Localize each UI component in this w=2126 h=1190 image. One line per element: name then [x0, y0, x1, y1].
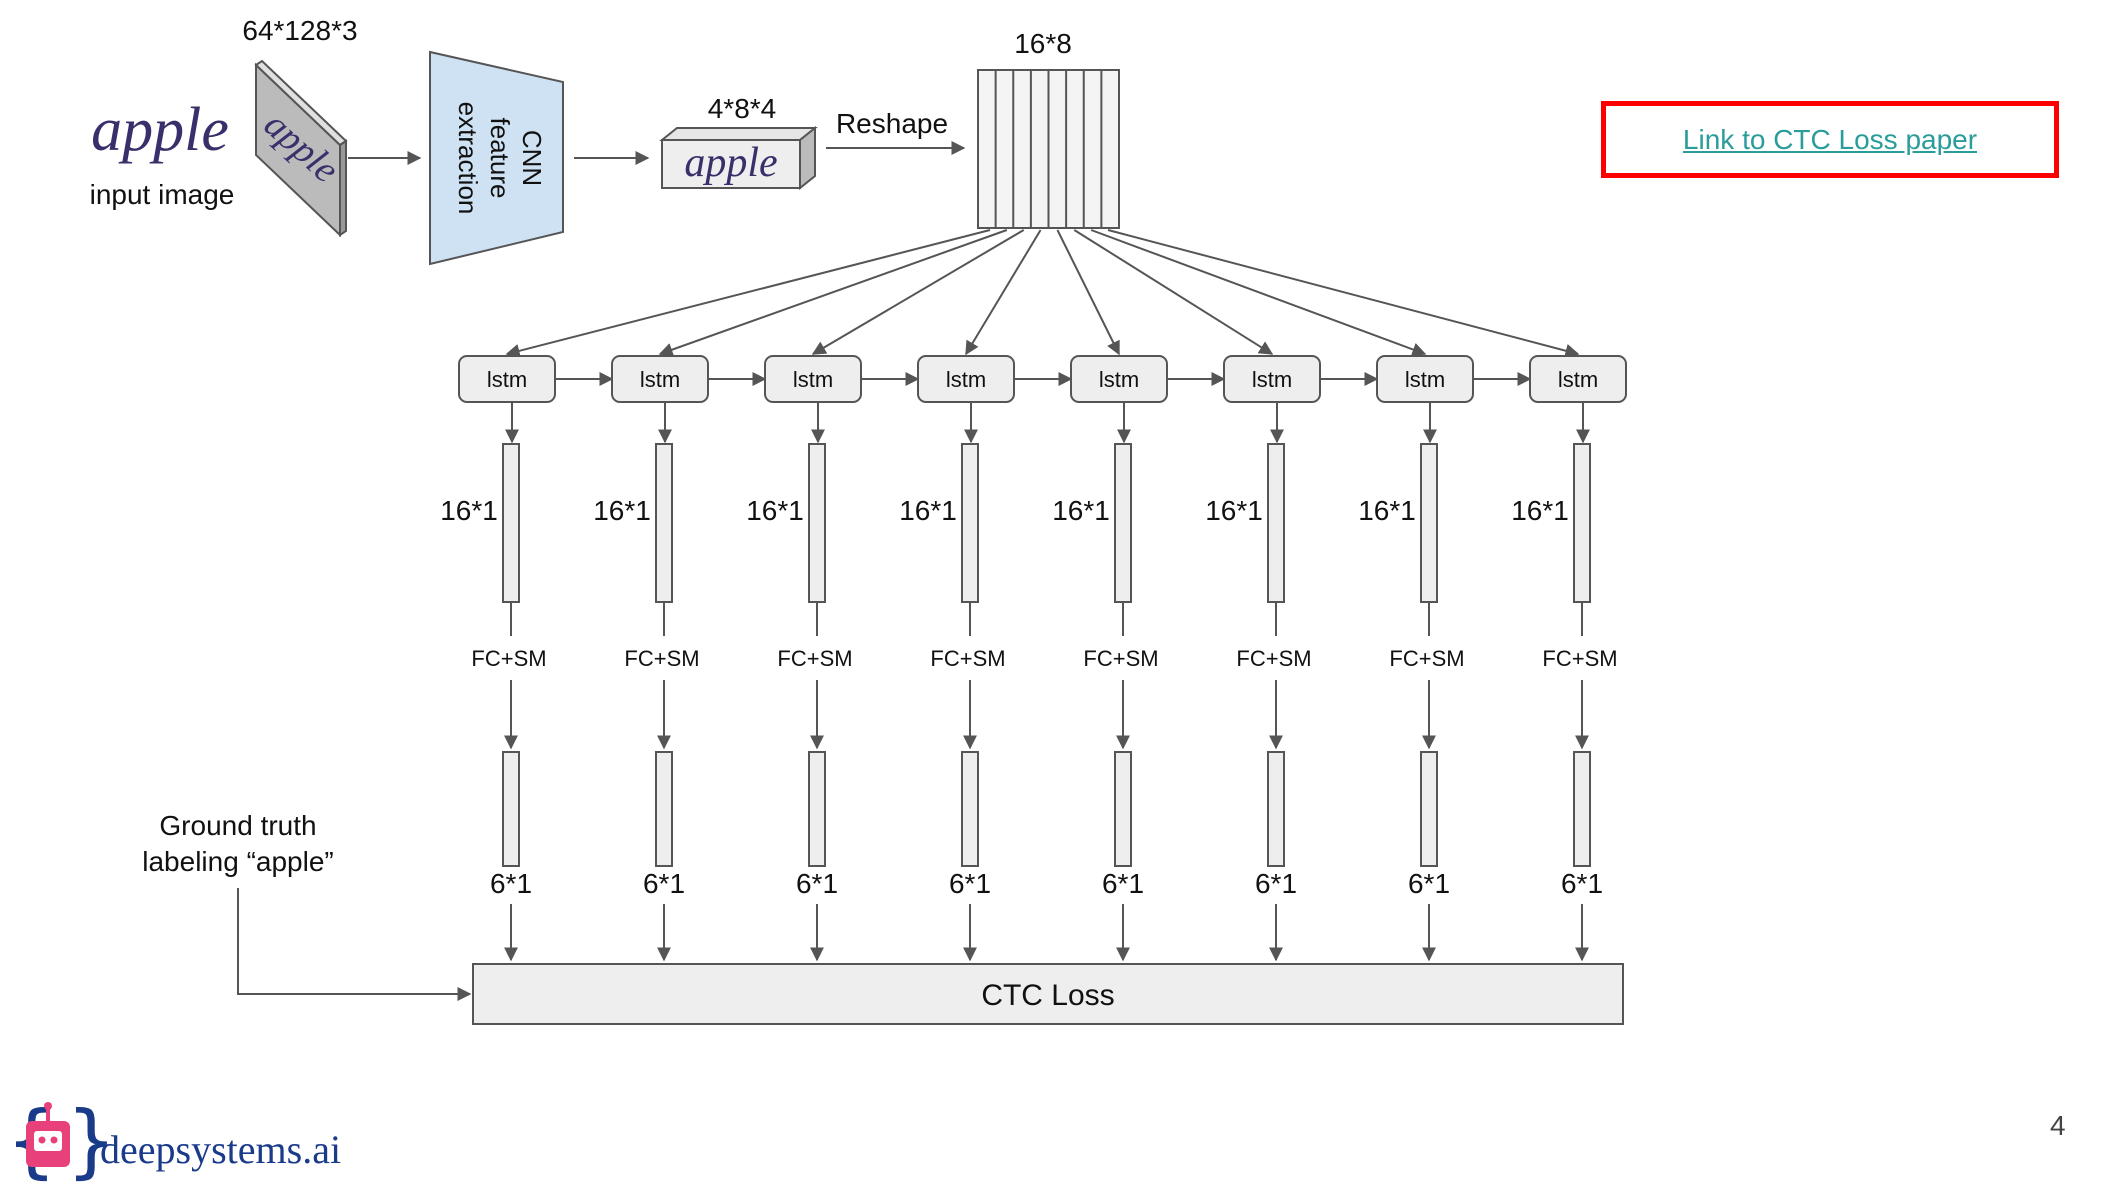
hidden-vector [1267, 443, 1285, 603]
output-dims-label: 6*1 [949, 868, 991, 899]
hidden-vector [1573, 443, 1591, 603]
page-number: 4 [2050, 1110, 2066, 1141]
output-dims-label: 6*1 [643, 868, 685, 899]
hidden-dims-label: 16*1 [1205, 495, 1263, 526]
hidden-vector [961, 443, 979, 603]
reshape-label: Reshape [836, 108, 948, 139]
input-dims-label: 64*128*3 [242, 15, 357, 46]
hidden-vector [502, 443, 520, 603]
lstm-label: lstm [640, 367, 680, 392]
lstm-label: lstm [946, 367, 986, 392]
output-vector [1267, 751, 1285, 867]
hidden-dims-label: 16*1 [1358, 495, 1416, 526]
lstm-label: lstm [487, 367, 527, 392]
output-dims-label: 6*1 [1408, 868, 1450, 899]
lstm-label: lstm [1558, 367, 1598, 392]
hidden-dims-label: 16*1 [1052, 495, 1110, 526]
reshape-dims-label: 16*8 [1014, 28, 1072, 59]
output-dims-label: 6*1 [796, 868, 838, 899]
fc-softmax-label: FC+SM [624, 646, 699, 671]
lstm-label: lstm [1099, 367, 1139, 392]
arrow-matrix-to-lstm [505, 229, 991, 358]
lstm-label: lstm [1405, 367, 1445, 392]
hidden-vector [655, 443, 673, 603]
output-dims-label: 6*1 [1102, 868, 1144, 899]
lstm-cell [1529, 355, 1627, 403]
brand-name: deepsystems.ai [100, 1127, 342, 1172]
feature-volume: apple [659, 125, 818, 191]
input-image-plate: apple [254, 59, 348, 238]
arrow-matrix-to-lstm [658, 229, 1008, 357]
fan-out-arrows [505, 229, 1580, 358]
reshaped-matrix [977, 69, 1120, 229]
feature-dims-label: 4*8*4 [708, 93, 777, 124]
hidden-dims-label: 16*1 [746, 495, 804, 526]
ctc-paper-link[interactable]: Link to CTC Loss paper [1682, 123, 1978, 155]
hidden-vector [808, 443, 826, 603]
ctc-loss-label: CTC Loss [981, 979, 1114, 1012]
cnn-label-line2: feature [485, 118, 515, 199]
fc-softmax-label: FC+SM [1389, 646, 1464, 671]
output-vector [1420, 751, 1438, 867]
output-vector [502, 751, 520, 867]
fc-softmax-label: FC+SM [1542, 646, 1617, 671]
hidden-dims-label: 16*1 [899, 495, 957, 526]
fc-softmax-label: FC+SM [1236, 646, 1311, 671]
arrow-matrix-to-lstm [1107, 229, 1580, 358]
ground-truth-line1: Ground truth [159, 810, 316, 841]
ctc-paper-link-box: Link to CTC Loss paper [1601, 101, 2059, 178]
cnn-label-line1: CNN [517, 130, 547, 186]
hidden-dims-label: 16*1 [593, 495, 651, 526]
arrow-matrix-to-lstm [1090, 229, 1427, 357]
fc-softmax-label: FC+SM [930, 646, 1005, 671]
ctc-loss-box [472, 963, 1624, 1025]
fc-softmax-label: FC+SM [471, 646, 546, 671]
feature-handwriting: apple [684, 140, 777, 186]
cnn-block: CNN feature extraction [429, 50, 564, 266]
input-image-label: input image [90, 179, 235, 210]
hidden-vector [1420, 443, 1438, 603]
output-dims-label: 6*1 [490, 868, 532, 899]
output-vector [808, 751, 826, 867]
arrow-ground-truth-to-ctc [237, 888, 472, 1001]
output-vector [961, 751, 979, 867]
input-handwriting: apple [91, 96, 229, 164]
hidden-vector [1114, 443, 1132, 603]
output-dims-label: 6*1 [1255, 868, 1297, 899]
svg-text:}: } [66, 1094, 117, 1187]
fc-softmax-label: FC+SM [777, 646, 852, 671]
hidden-dims-label: 16*1 [440, 495, 498, 526]
fc-softmax-label: FC+SM [1083, 646, 1158, 671]
arrow-matrix-to-lstm [965, 229, 1042, 356]
output-dims-label: 6*1 [1561, 868, 1603, 899]
ground-truth-line2: labeling “apple” [142, 846, 333, 877]
lstm-label: lstm [1252, 367, 1292, 392]
hidden-dims-label: 16*1 [1511, 495, 1569, 526]
deepsystems-logo-icon: { } [6, 1094, 117, 1187]
arrow-matrix-to-lstm [1056, 229, 1120, 356]
output-vector [1114, 751, 1132, 867]
arrow-matrix-to-lstm [1073, 229, 1274, 355]
output-vector [1573, 751, 1591, 867]
cnn-label-line3: extraction [453, 102, 483, 215]
arrow-matrix-to-lstm [811, 229, 1025, 355]
output-vector [655, 751, 673, 867]
lstm-columns: lstm 16*1FC+SM 6*1 lstm 16*1FC+SM 6*1 lstm 16*1… [440, 355, 1627, 962]
lstm-label: lstm [793, 367, 833, 392]
